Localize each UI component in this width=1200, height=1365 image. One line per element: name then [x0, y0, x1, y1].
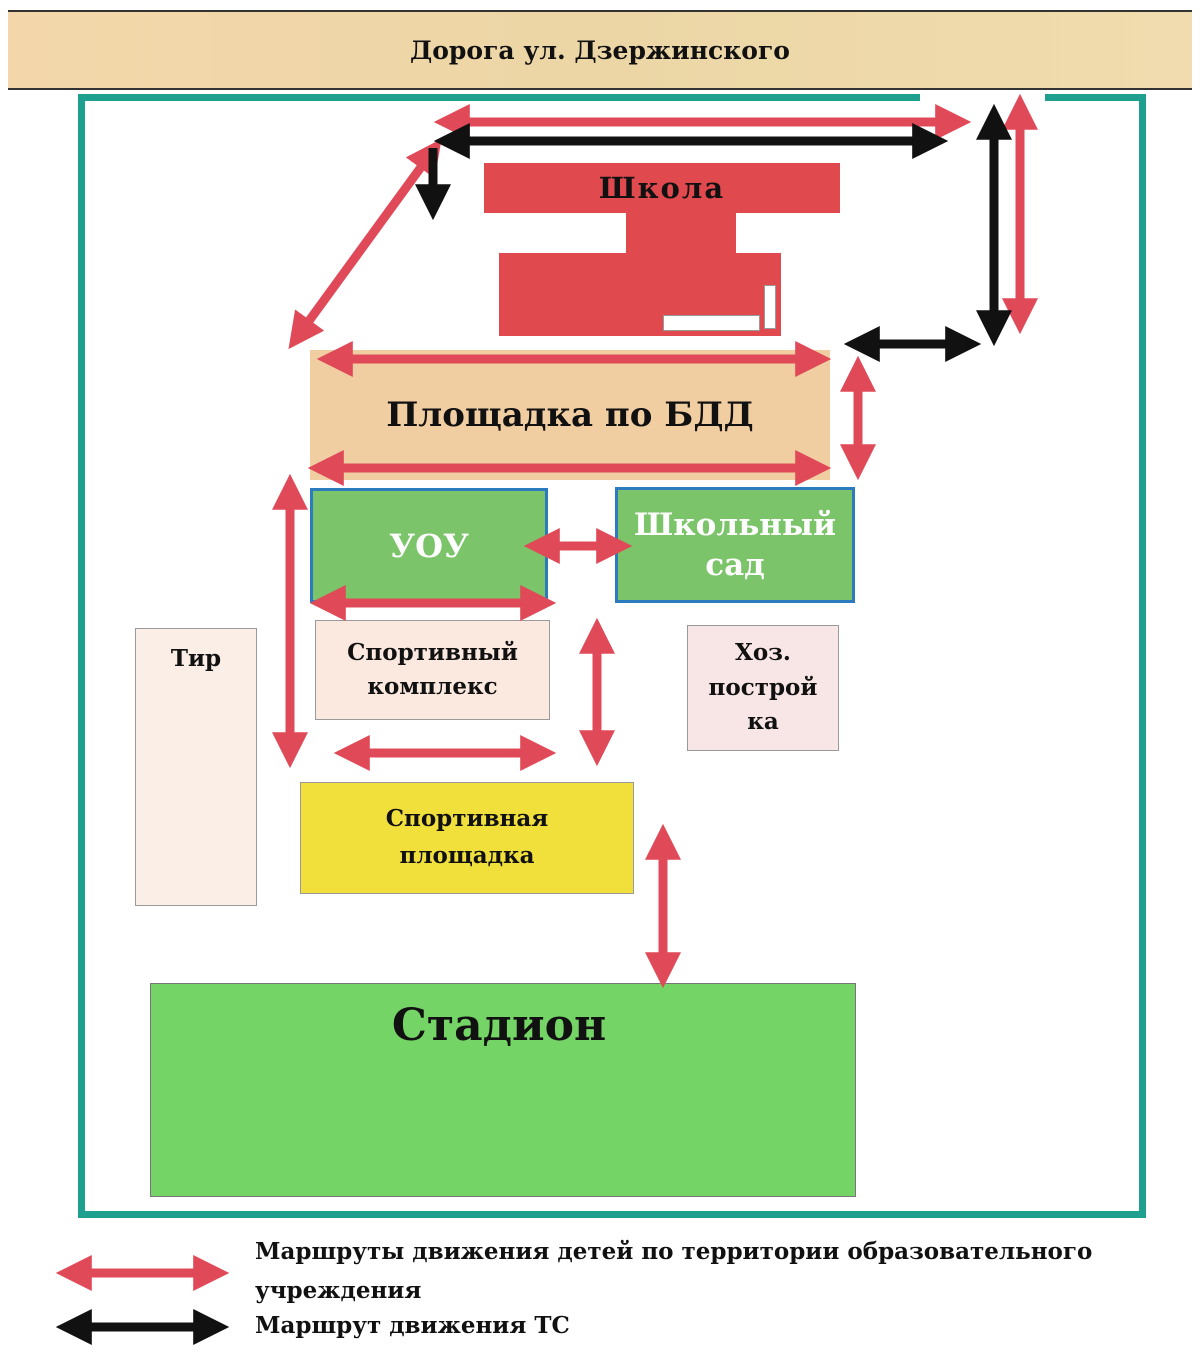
road-label: Дорога ул. Дзержинского — [410, 35, 790, 65]
legend-children-routes-line-2: учреждения — [255, 1277, 422, 1305]
sports-ground-label-line-2: площадка — [399, 842, 535, 869]
territory-boundary-top-right — [1045, 94, 1146, 101]
stadium-label: Стадион — [391, 1000, 607, 1051]
bdd-area-label: Площадка по БДД — [386, 395, 754, 435]
utility-building-label-line-3: ка — [747, 708, 779, 736]
shooting-range-label: Тир — [170, 645, 222, 672]
uou-block: УОУ — [310, 488, 548, 603]
territory-boundary-top-left — [78, 94, 920, 101]
utility-building-label-line-2: построй — [708, 673, 818, 701]
shooting-range: Тир — [135, 628, 257, 906]
sport-complex-label-line-2: комплекс — [367, 673, 498, 700]
school-label: Школа — [598, 171, 726, 205]
sports-ground-label-line-1: Спортивная — [385, 805, 549, 833]
legend-children-routes-line-1: Маршруты движения детей по территории об… — [255, 1238, 1093, 1265]
school-garden-label-line-1: Школьный — [633, 506, 837, 543]
road-strip: Дорога ул. Дзержинского — [8, 10, 1192, 90]
sport-complex-label-line-1: Спортивный — [347, 638, 518, 666]
school-building: Школа — [484, 163, 840, 213]
sport-complex: Спортивный комплекс — [315, 620, 550, 720]
school-garden-label-line-2: сад — [705, 547, 765, 583]
legend-vehicle-route: Маршрут движения ТС — [255, 1306, 570, 1345]
sports-ground: Спортивная площадка — [300, 782, 634, 894]
legend-children-routes: Маршруты движения детей по территории об… — [255, 1232, 1092, 1310]
children-route-arrow — [288, 138, 442, 350]
school-window — [663, 315, 760, 331]
territory-boundary — [78, 94, 1146, 1218]
school-door — [764, 285, 776, 329]
legend-vehicle-route-label: Маршрут движения ТС — [255, 1312, 570, 1339]
school-garden: Школьный сад — [615, 487, 855, 603]
stadium: Стадион — [150, 983, 856, 1197]
utility-building-label-line-1: Хоз. — [735, 639, 791, 667]
uou-label: УОУ — [389, 526, 469, 565]
utility-building: Хоз. построй ка — [687, 625, 839, 751]
